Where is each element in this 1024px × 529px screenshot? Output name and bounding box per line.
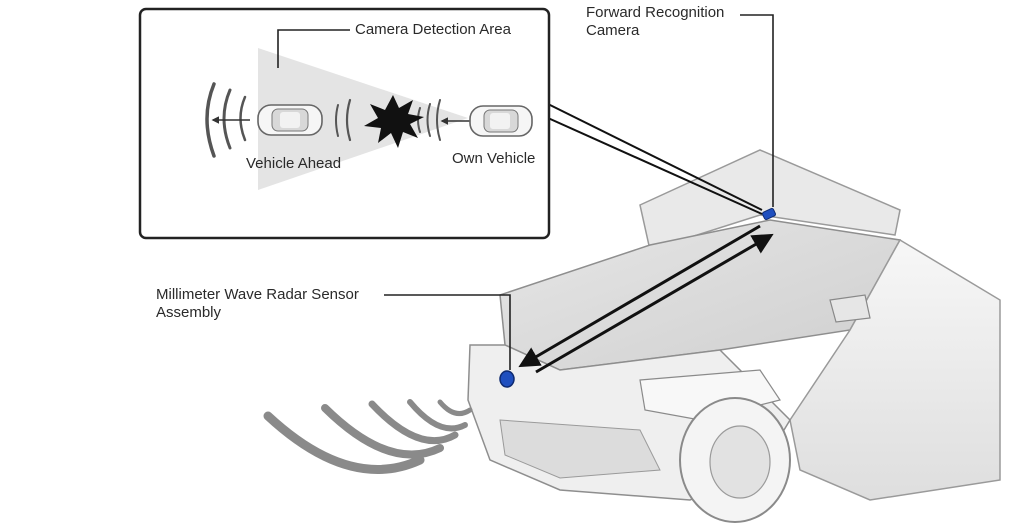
car-illustration xyxy=(467,149,1001,523)
radar-label-line1: Millimeter Wave Radar Sensor xyxy=(156,286,359,303)
forward-camera-callout-line xyxy=(740,14,774,207)
radar-wave-4 xyxy=(321,404,444,459)
radar-to-camera-arrow xyxy=(535,233,774,374)
car-side-mirror xyxy=(829,294,871,323)
camera-detection-area-label: Camera Detection Area xyxy=(355,21,511,38)
forward-detection-waves xyxy=(335,98,441,142)
forward-camera-icon xyxy=(762,207,776,221)
detection-inset xyxy=(138,7,551,240)
camera-area-callout-line xyxy=(277,29,350,68)
camera-detection-cone xyxy=(258,48,468,190)
camera-to-radar-arrow xyxy=(518,224,761,368)
radar-label-line2: Assembly xyxy=(156,304,222,321)
radar-sensor-label: Millimeter Wave Radar Sensor Assembly xyxy=(156,286,359,322)
car-front-hub xyxy=(709,425,771,499)
inset-leader-bottom xyxy=(547,117,763,215)
radar-waves xyxy=(263,399,473,474)
collision-burst-icon xyxy=(364,95,424,148)
forward-recognition-camera-label: Forward Recognition Camera xyxy=(586,4,724,40)
vehicle-ahead-label: Vehicle Ahead xyxy=(246,155,342,172)
radar-wave-3 xyxy=(368,400,459,445)
own-vehicle-car-top-view-icon xyxy=(469,105,533,137)
own-vehicle-label: Own Vehicle xyxy=(452,150,536,167)
vehicle-ahead-car-top-view-icon xyxy=(257,104,323,136)
car-grille xyxy=(499,419,661,479)
radar-callout-line xyxy=(384,294,511,370)
radar-wave-2 xyxy=(407,399,468,432)
car-side-body xyxy=(789,238,1001,501)
radar-wave-5 xyxy=(263,411,425,474)
radar-sensor-icon xyxy=(499,370,515,388)
inset-leader-top xyxy=(547,103,763,211)
vehicle-ahead-waves xyxy=(205,82,247,158)
forward-camera-label-line1: Forward Recognition xyxy=(586,4,725,21)
radar-wave-1 xyxy=(437,399,473,417)
forward-camera-label-line2: Camera xyxy=(586,22,640,39)
